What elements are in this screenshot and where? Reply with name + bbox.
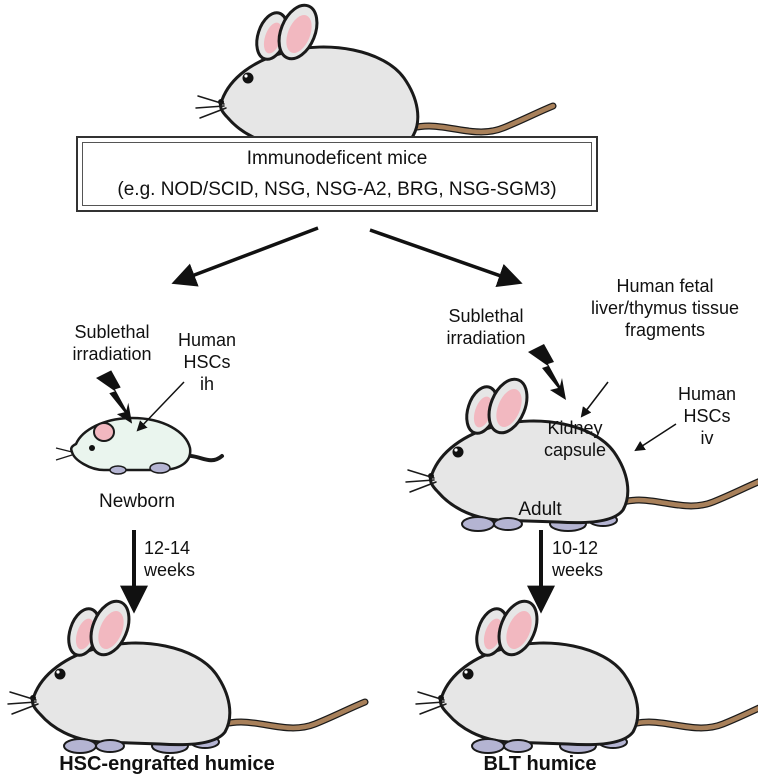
hsc-humice-label: HSC-engrafted humice [59,753,275,775]
right-hsc-label: Human HSCs iv [677,384,737,448]
left-hsc-pointer-arrow [136,381,185,432]
arrow-to-left-branch [171,226,319,287]
hsc-humice-mouse-illustration [8,596,365,753]
immunodeficient-mice-box [76,136,598,212]
blt-humice-mouse-illustration [416,596,758,753]
newborn-mouse-illustration [55,416,224,475]
kidney-capsule-label: Kidney capsule [543,418,607,460]
tissue-label: Human fetal liver/thymus tissue fragment… [590,276,740,340]
newborn-label: Newborn [98,491,176,512]
adult-label: Adult [518,499,562,520]
right-irradiation-bolt-icon [528,344,566,400]
tissue-pointer-arrow [580,381,609,418]
blt-humice-label: BLT humice [483,753,597,775]
arrow-to-right-branch [369,228,523,288]
box-examples: (e.g. NOD/SCID, NSG, NSG-A2, BRG, NSG-SG… [117,179,557,200]
right-irradiation-label: Sublethal irradiation [446,306,526,348]
left-irradiation-bolt-icon [96,370,133,424]
top-mouse-illustration [196,0,553,157]
right-hsc-pointer-arrow [634,423,677,452]
left-duration-label: 12-14 weeks [144,538,196,580]
box-title: Immunodeficent mice [246,148,428,169]
left-irradiation-label: Sublethal irradiation [72,322,152,364]
left-hsc-label: Human HSCs ih [177,330,237,394]
right-duration-label: 10-12 weeks [552,538,604,580]
